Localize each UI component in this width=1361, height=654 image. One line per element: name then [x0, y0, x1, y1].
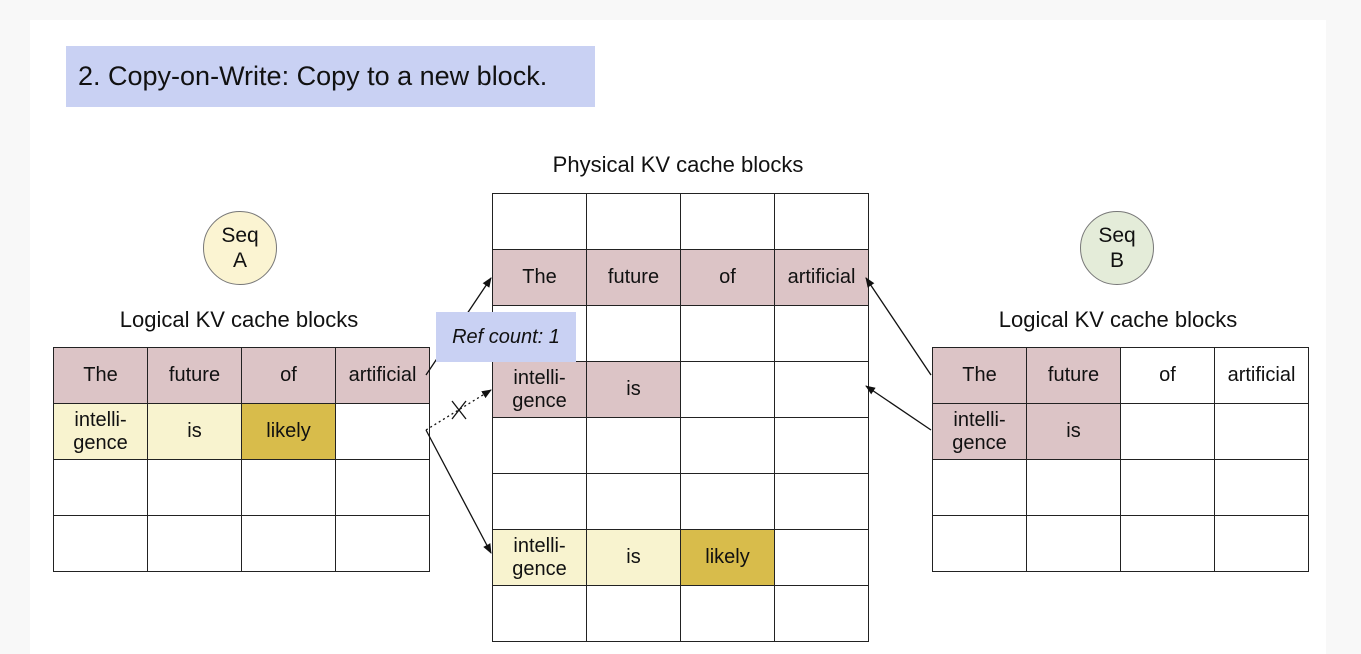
seq-a-logical-label: Logical KV cache blocks [119, 307, 359, 332]
seq-a-block-cell: artificial [335, 347, 430, 404]
physical-block-cell [774, 361, 869, 418]
ref-count-callout: Ref count: 1 [436, 312, 576, 362]
physical-block-cell [680, 417, 775, 474]
seq-b-block-cell [1026, 459, 1121, 516]
physical-block-cell: intelli- gence [492, 529, 587, 586]
seq-a-circle: Seq A [203, 211, 277, 285]
physical-block-row [492, 417, 869, 474]
seq-b-block-cell [932, 459, 1027, 516]
physical-block-cell [586, 473, 681, 530]
seq-b-block-cell: of [1120, 347, 1215, 404]
physical-block-row [492, 585, 869, 642]
arrow-b-row2-to-phys-row4 [865, 385, 932, 431]
seq-a-block-cell: likely [241, 403, 336, 460]
physical-block-cell [492, 585, 587, 642]
seq-b-block-cell [1026, 515, 1121, 572]
cross-mark-icon [451, 400, 467, 420]
seq-a-block-cell: intelli- gence [53, 403, 148, 460]
seq-a-block-cell [335, 515, 430, 572]
seq-a-block-cell [241, 515, 336, 572]
seq-b-circle: Seq B [1080, 211, 1154, 285]
physical-blocks-label: Physical KV cache blocks [552, 152, 804, 177]
arrow-a-row2-to-phys-row7 [425, 429, 492, 554]
physical-block-cell [586, 193, 681, 250]
seq-b-block-cell: The [932, 347, 1027, 404]
seq-a-block-cell [53, 515, 148, 572]
seq-b-block-cell [1120, 515, 1215, 572]
physical-block-cell: The [492, 249, 587, 306]
seq-b-block-cell: future [1026, 347, 1121, 404]
physical-block-cell [774, 417, 869, 474]
arrow-b-row1-to-phys-row2 [865, 277, 932, 376]
seq-b-block-cell [932, 515, 1027, 572]
physical-block-row [492, 193, 869, 250]
seq-b-block-cell [1214, 459, 1309, 516]
physical-block-cell [774, 585, 869, 642]
seq-b-block-cell [1214, 515, 1309, 572]
seq-a-block-cell: future [147, 347, 242, 404]
slide-title: 2. Copy-on-Write: Copy to a new block. [66, 46, 595, 107]
seq-b-block-cell [1120, 403, 1215, 460]
seq-b-block-row [932, 459, 1309, 516]
physical-block-cell: is [586, 361, 681, 418]
seq-a-block-cell [335, 459, 430, 516]
physical-block-cell: is [586, 529, 681, 586]
seq-b-block-cell: intelli- gence [932, 403, 1027, 460]
seq-b-logical-label: Logical KV cache blocks [998, 307, 1238, 332]
physical-block-cell [774, 193, 869, 250]
physical-block-cell [586, 585, 681, 642]
seq-a-block-row [53, 515, 430, 572]
physical-block-cell [774, 305, 869, 362]
seq-a-block-cell [241, 459, 336, 516]
seq-b-block-row [932, 515, 1309, 572]
physical-block-cell: of [680, 249, 775, 306]
seq-a-block-cell [147, 515, 242, 572]
physical-block-cell: future [586, 249, 681, 306]
seq-a-block-cell [53, 459, 148, 516]
seq-a-block-cell: of [241, 347, 336, 404]
seq-a-block-cell: is [147, 403, 242, 460]
seq-b-block-cell [1120, 459, 1215, 516]
physical-block-cell [680, 585, 775, 642]
physical-block-cell: intelli- gence [492, 361, 587, 418]
seq-a-block-cell: The [53, 347, 148, 404]
